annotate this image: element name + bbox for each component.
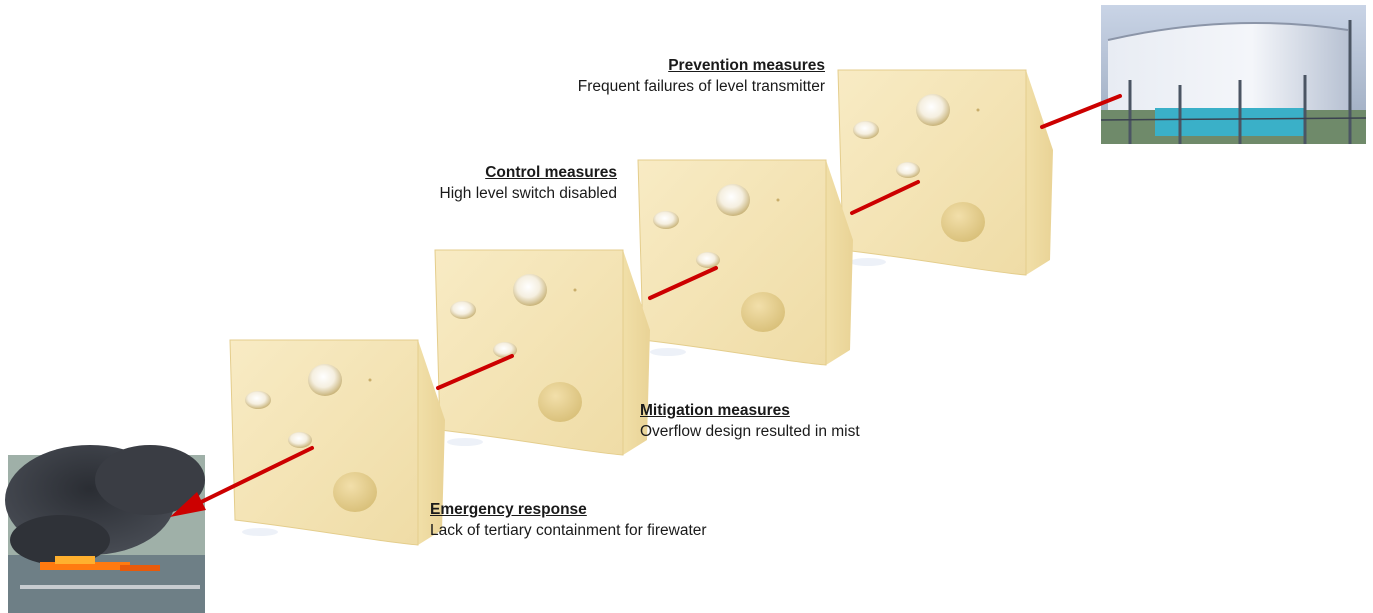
label-detail: Frequent failures of level transmitter xyxy=(578,78,825,95)
label-detail: Lack of tertiary containment for firewat… xyxy=(430,522,707,539)
label-title: Control measures xyxy=(440,162,617,183)
label-emergency-response: Emergency response Lack of tertiary cont… xyxy=(430,499,707,541)
cheese-slice-emergency xyxy=(230,340,445,545)
cheese-slice-mitigation xyxy=(435,250,650,455)
label-title: Emergency response xyxy=(430,499,707,520)
label-mitigation-measures: Mitigation measures Overflow design resu… xyxy=(640,400,860,442)
cheese-slice-prevention xyxy=(838,70,1053,275)
label-prevention-measures: Prevention measures Frequent failures of… xyxy=(578,55,825,97)
label-detail: High level switch disabled xyxy=(440,185,617,202)
label-detail: Overflow design resulted in mist xyxy=(640,423,860,440)
label-control-measures: Control measures High level switch disab… xyxy=(440,162,617,204)
label-title: Mitigation measures xyxy=(640,400,860,421)
storage-tank-photo xyxy=(1101,5,1366,144)
cheese-slice-control xyxy=(638,160,853,365)
label-title: Prevention measures xyxy=(578,55,825,76)
fire-smoke-photo xyxy=(5,445,205,613)
